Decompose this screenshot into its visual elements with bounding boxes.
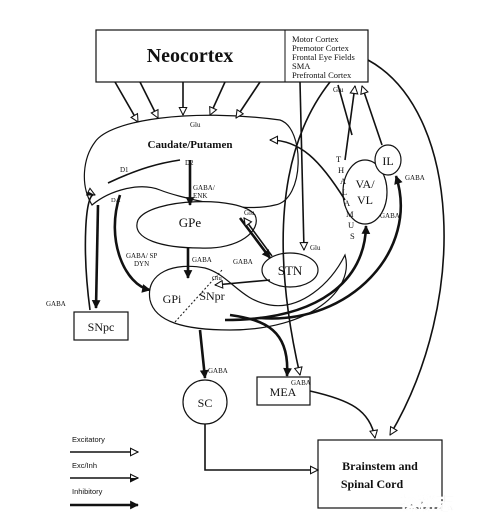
gaba-enk-label-line2: ENK bbox=[193, 192, 207, 200]
arrow-stn-gpe bbox=[244, 218, 273, 257]
thalamus-letter: M bbox=[346, 209, 354, 219]
va-vl-label-top: VA/ bbox=[355, 177, 375, 191]
thalamus-letter: H bbox=[338, 165, 344, 175]
da-label: DA bbox=[111, 197, 121, 204]
brainstem-box bbox=[317, 439, 443, 509]
gaba-enk-label-line1: GABA/ bbox=[193, 184, 215, 192]
arrow-stn-gpi bbox=[215, 279, 271, 285]
glu-stn-label: Glu bbox=[310, 244, 321, 252]
arrow-vavl-cortex bbox=[344, 86, 355, 161]
arrow-cortex-caudate-5 bbox=[235, 81, 261, 118]
watermark-text: 探秘志 bbox=[400, 493, 454, 515]
gpi-label: GPi bbox=[163, 292, 182, 306]
arrow-mea-brainstem bbox=[309, 390, 375, 438]
mea-label: MEA bbox=[270, 385, 297, 399]
gaba-il-label: GABA bbox=[405, 174, 425, 182]
mea-box bbox=[256, 376, 311, 406]
legend: Excitatory Exc/Inh Inhibitory bbox=[70, 435, 138, 505]
gaba-mea-label: GABA bbox=[291, 379, 311, 387]
brainstem-label-line2: Spinal Cord bbox=[341, 477, 404, 491]
arrow-cortex-brainstem bbox=[367, 59, 445, 435]
neocortex-area-sma: SMA bbox=[292, 61, 311, 71]
neocortex-title: Neocortex bbox=[147, 45, 234, 67]
gaba-sp-label-line2: DYN bbox=[134, 260, 149, 268]
brainstem-label-line1: Brainstem and bbox=[342, 459, 418, 473]
stn-node bbox=[261, 252, 319, 288]
gaba-vavl-label: GABA bbox=[380, 212, 400, 220]
arrow-snpc-caudate-da bbox=[84, 195, 95, 311]
va-vl-node bbox=[342, 159, 388, 225]
glu-gpi-label: Glu bbox=[212, 275, 223, 282]
legend-excitatory-label: Excitatory bbox=[72, 435, 105, 444]
legend-excinh-label: Exc/Inh bbox=[72, 461, 97, 470]
snpr-label: SNpr bbox=[199, 289, 224, 303]
neocortex-box bbox=[95, 29, 369, 83]
gaba-sc-label: GABA bbox=[208, 367, 228, 375]
neocortex-area-fef: Frontal Eye Fields bbox=[292, 52, 355, 62]
neocortex-area-premotor: Premotor Cortex bbox=[292, 43, 350, 53]
arrow-il-cortex bbox=[362, 86, 383, 146]
arrow-gpi-sc bbox=[198, 329, 205, 378]
stn-label: STN bbox=[278, 263, 303, 278]
gaba-stn-label: GABA bbox=[233, 258, 253, 266]
snpc-box bbox=[73, 311, 129, 341]
thalamus-label: T H A L A M U S bbox=[336, 154, 355, 241]
gaba-sp-label-line1: GABA/ SP bbox=[126, 252, 157, 260]
thalamus-letter: T bbox=[336, 154, 342, 164]
il-node bbox=[374, 144, 402, 176]
arrow-caudate-snpc bbox=[96, 204, 98, 308]
thalamus-letter: A bbox=[344, 198, 351, 208]
arrow-gpi-il bbox=[259, 176, 401, 320]
legend-inhibitory-label: Inhibitory bbox=[72, 487, 103, 496]
cortex-to-caudate-arrows: Glu bbox=[114, 81, 261, 129]
thalamus-letter: U bbox=[348, 220, 354, 230]
arrow-gpi-vavl bbox=[224, 226, 366, 322]
thalamus-letter: S bbox=[350, 231, 355, 241]
arrow-cortex-mea bbox=[282, 81, 331, 375]
il-label: IL bbox=[382, 154, 393, 168]
thalamus-letter: L bbox=[342, 187, 347, 197]
arrow-cortex-caudate-2 bbox=[139, 81, 159, 118]
neocortex-area-prefrontal: Prefrontal Cortex bbox=[292, 70, 352, 80]
glu-gpe-label: Glu bbox=[244, 209, 255, 217]
neocortex-node: Neocortex Motor Cortex Premotor Cortex F… bbox=[95, 29, 369, 83]
glu-cortex-caudate-label: Glu bbox=[190, 121, 201, 129]
gaba-snpc-label: GABA bbox=[46, 300, 66, 308]
caudate-putamen-label: Caudate/Putamen bbox=[148, 139, 233, 151]
line-d1 bbox=[107, 159, 181, 184]
snpc-label: SNpc bbox=[88, 320, 115, 334]
neocortex-area-motor: Motor Cortex bbox=[292, 34, 339, 44]
gpe-label: GPe bbox=[179, 215, 202, 230]
gaba-gpi-label: GABA bbox=[192, 256, 212, 264]
arrow-cortex-caudate-4 bbox=[210, 81, 226, 115]
arrow-cortex-caudate-1 bbox=[114, 81, 139, 122]
glu-cortex-thalamus-label: Glu bbox=[333, 86, 344, 94]
arrow-cortex-stn bbox=[299, 81, 304, 250]
arrow-caudate-gpi bbox=[113, 194, 150, 290]
d1-label: D1 bbox=[120, 166, 129, 174]
va-vl-label-bottom: VL bbox=[357, 193, 373, 207]
arrow-thalamus-caudate bbox=[270, 140, 346, 201]
thalamus-letter: A bbox=[340, 176, 347, 186]
arrow-sc-brainstem bbox=[204, 424, 318, 470]
sc-label: SC bbox=[198, 396, 213, 410]
arrow-snpr-mea bbox=[229, 313, 287, 376]
